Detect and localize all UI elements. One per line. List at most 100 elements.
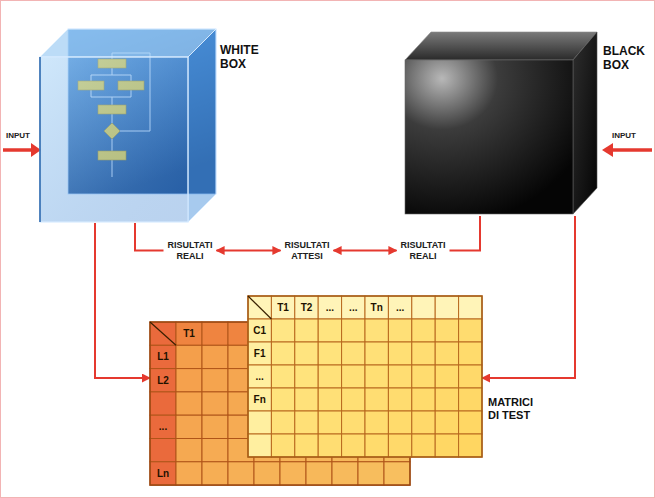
matrix-cell	[295, 411, 318, 434]
matrix-cell	[271, 434, 294, 457]
matrix-cell	[295, 388, 318, 411]
matrix-cell-label: ...	[342, 296, 365, 319]
matrix-cell	[459, 296, 482, 319]
matrix-cell	[388, 365, 411, 388]
matrix-cell	[388, 434, 411, 457]
matrix-cell	[271, 296, 294, 319]
matrix-cell	[435, 342, 458, 365]
matrix-cell	[176, 345, 202, 368]
connector-arrow	[217, 250, 281, 252]
white-box-cube	[38, 25, 218, 223]
matrix-cell	[435, 434, 458, 457]
matrix-cell	[248, 296, 271, 319]
matrix-cell	[342, 342, 365, 365]
matrix-cell	[342, 434, 365, 457]
connector-arrow	[95, 223, 150, 378]
matrix-cell	[176, 392, 202, 415]
result-node: RISULTATI REALI	[397, 238, 450, 263]
cube-front-face	[405, 60, 573, 214]
matrix-cell	[388, 296, 411, 319]
matrix-cell	[271, 388, 294, 411]
matrix-cell	[295, 296, 318, 319]
matrix-cell	[459, 434, 482, 457]
matrix-cell	[248, 411, 271, 434]
box-heading: WHITE BOX	[220, 43, 259, 71]
matrix-border	[248, 296, 482, 457]
matrix-title: MATRICI DI TEST	[488, 396, 544, 422]
matrix-cell	[435, 365, 458, 388]
input-label: INPUT	[612, 131, 636, 141]
test-matrix: T1T2......Tn...C1F1...FnMATRICI DI TEST	[248, 296, 482, 457]
matrix-grid	[248, 296, 482, 457]
matrix-cell	[202, 439, 228, 462]
result-node: RISULTATI REALI	[164, 238, 217, 263]
matrix-cell	[150, 415, 176, 438]
matrix-cell	[412, 365, 435, 388]
matrix-cell	[459, 388, 482, 411]
matrix-cell	[202, 415, 228, 438]
matrix-cell	[332, 462, 358, 485]
matrix-cell-label: T2	[295, 296, 318, 319]
connector-arrow	[450, 216, 481, 251]
matrix-cell	[228, 462, 254, 485]
matrix-cell	[176, 462, 202, 485]
input-arrow-line	[3, 148, 34, 152]
matrix-border	[150, 322, 410, 485]
box-heading: BLACK BOX	[603, 44, 645, 72]
matrix-cell	[295, 434, 318, 457]
matrix-cell	[306, 462, 332, 485]
result-label: RISULTATI REALI	[401, 240, 446, 261]
matrix-cell	[318, 434, 341, 457]
matrix-cell	[202, 369, 228, 392]
matrix-cell	[176, 322, 202, 345]
matrix-cell	[388, 388, 411, 411]
matrix-cell-label: F1	[248, 342, 271, 365]
matrix-cell	[176, 439, 202, 462]
matrix-cell	[459, 342, 482, 365]
matrix-cell	[388, 342, 411, 365]
matrix-cell	[365, 342, 388, 365]
black-box: BLACK BOX	[403, 28, 599, 216]
matrix-cell-label: Ln	[150, 462, 176, 485]
matrix-cell	[318, 388, 341, 411]
matrix-cell	[342, 388, 365, 411]
matrix-cell	[388, 411, 411, 434]
matrix-cell	[358, 462, 384, 485]
matrix-cell-label: ...	[150, 415, 176, 438]
matrix-cell	[150, 369, 176, 392]
input-arrow-line	[611, 148, 652, 152]
matrix-cell	[248, 365, 271, 388]
corner-diagonal	[150, 322, 176, 345]
matrix-cell	[271, 319, 294, 342]
matrix-cell	[318, 411, 341, 434]
input-label: INPUT	[6, 131, 30, 141]
matrix-cell	[435, 388, 458, 411]
matrix-cell	[295, 342, 318, 365]
input-arrow-head	[602, 143, 613, 157]
matrix-cell-label: L1	[150, 345, 176, 368]
matrix-cell	[248, 342, 271, 365]
matrix-cell	[271, 365, 294, 388]
matrix-cell	[365, 434, 388, 457]
matrix-cell	[342, 365, 365, 388]
matrix-cell	[202, 392, 228, 415]
matrix-cell	[342, 296, 365, 319]
matrix-cell	[342, 319, 365, 342]
matrix-cell	[150, 345, 176, 368]
matrix-cell-label: C1	[248, 319, 271, 342]
matrix-cell	[150, 439, 176, 462]
matrix-cell-label: Tn	[365, 296, 388, 319]
matrix-cell	[412, 319, 435, 342]
matrix-cell	[435, 296, 458, 319]
matrix-cell-label: L2	[150, 369, 176, 392]
matrix-cell	[388, 319, 411, 342]
matrix-cell-label: T1	[176, 322, 202, 345]
white-box: WHITE BOX	[38, 25, 218, 223]
matrix-cell	[271, 342, 294, 365]
matrix-cell	[365, 296, 388, 319]
matrix-cell	[248, 319, 271, 342]
matrix-cell	[318, 342, 341, 365]
matrix-cell-label: ...	[388, 296, 411, 319]
